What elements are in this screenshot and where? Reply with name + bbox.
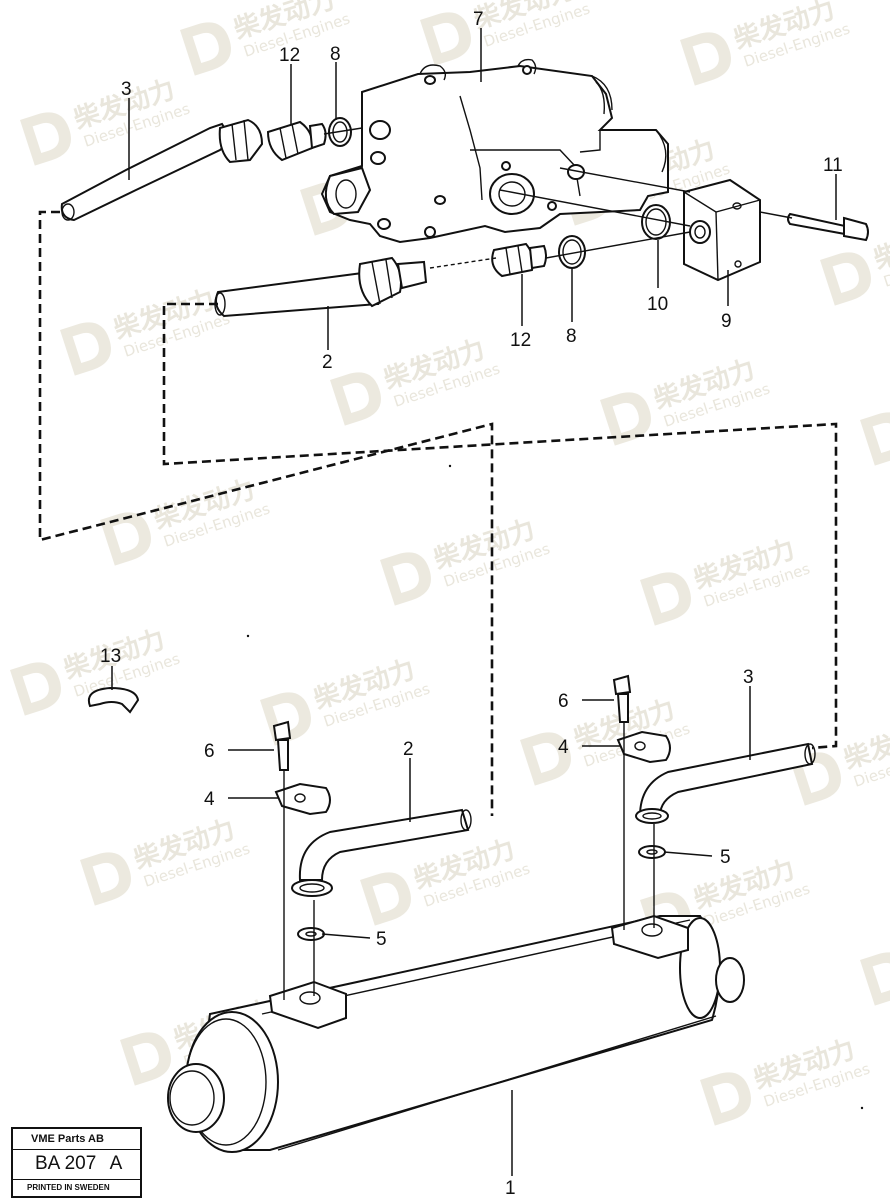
callout-2-top: 2 — [322, 352, 333, 373]
connector-block — [683, 178, 761, 282]
callout-8-top: 8 — [330, 44, 341, 65]
callout-12-top: 12 — [279, 45, 300, 66]
callout-8-bottom: 8 — [566, 326, 577, 347]
callout-13: 13 — [100, 646, 121, 667]
washer-5-right — [638, 845, 666, 859]
title-printed: PRINTED IN SWEDEN — [27, 1183, 110, 1192]
callout-3-top: 3 — [121, 79, 132, 100]
clamp-4-left — [274, 782, 331, 816]
callout-2-bottom: 2 — [403, 739, 414, 760]
callout-5-right: 5 — [720, 847, 731, 868]
retaining-ring-13 — [88, 686, 140, 714]
callout-11: 11 — [823, 155, 843, 176]
callout-6-right: 6 — [558, 691, 569, 712]
title-revision: A — [109, 1153, 123, 1174]
bolt — [787, 212, 869, 242]
title-company: VME Parts AB — [31, 1133, 104, 1145]
title-block: VME Parts AB BA 207 A PRINTED IN SWEDEN — [11, 1127, 142, 1198]
washer-8-lower — [558, 235, 586, 269]
title-drawing-number: BA 207 — [35, 1153, 97, 1174]
callout-4-right: 4 — [558, 737, 569, 758]
union-12-lower — [491, 242, 547, 278]
callout-9: 9 — [721, 311, 732, 332]
callout-5-left: 5 — [376, 929, 387, 950]
centre-lines — [323, 127, 793, 269]
hose-2-lower — [291, 808, 472, 897]
svg-text:柴发动力: 柴发动力 — [869, 214, 890, 276]
hose-2-upper — [214, 256, 428, 318]
washer-5-left — [297, 927, 325, 941]
routing-dashes — [38, 210, 838, 816]
screw-6-left — [272, 720, 292, 771]
callout-10: 10 — [647, 294, 668, 315]
hose-3-upper — [60, 118, 264, 222]
callout-12-bottom: 12 — [510, 330, 531, 351]
union-12-upper — [266, 120, 327, 162]
callout-1: 1 — [505, 1178, 516, 1199]
hose-3-lower — [635, 742, 816, 824]
clamp-4-right — [616, 730, 671, 764]
callout-6-left: 6 — [204, 741, 215, 762]
callout-3-bottom: 3 — [743, 667, 754, 688]
leader-lines — [111, 28, 837, 1176]
callout-4-left: 4 — [204, 789, 215, 810]
callout-7: 7 — [473, 9, 484, 30]
oil-cooler — [167, 914, 745, 1153]
screw-6-right — [612, 674, 632, 723]
valve-housing — [320, 58, 669, 244]
callouts: 7 12 8 3 11 10 9 8 12 2 13 6 3 4 6 2 4 5… — [100, 9, 843, 1199]
